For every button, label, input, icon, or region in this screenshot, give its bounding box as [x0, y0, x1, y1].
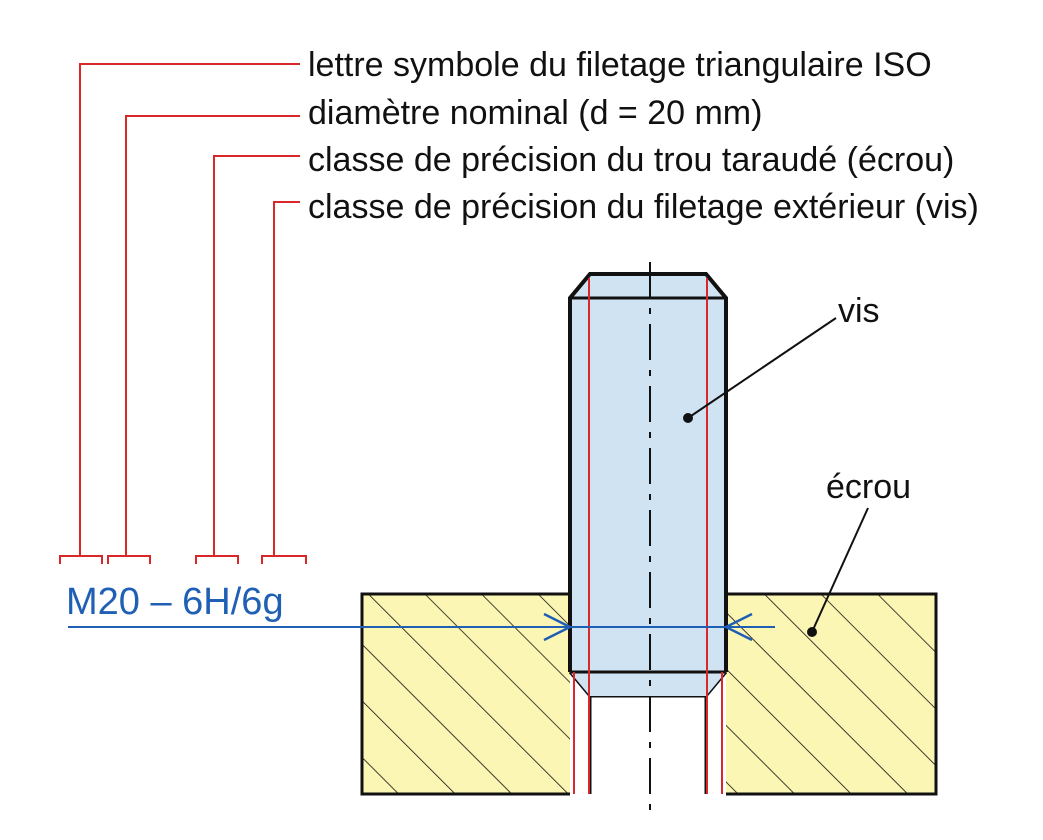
leader-line-hole-class	[213, 155, 300, 556]
bracket-hole-class	[195, 555, 239, 564]
nut-callout: écrou	[807, 468, 911, 637]
nut-callout-dot	[807, 627, 817, 637]
legend-hole-class: classe de précision du trou taraudé (écr…	[308, 141, 954, 179]
thread-designation-code: M20 – 6H/6g	[66, 581, 284, 623]
screw-label: vis	[838, 292, 880, 330]
legend-external-class: classe de précision du filetage extérieu…	[308, 188, 979, 226]
legend-thread-symbol: lettre symbole du filetage triangulaire …	[308, 46, 932, 84]
leader-line-thread-symbol	[79, 63, 300, 556]
bracket-external-class	[261, 555, 307, 564]
screw-body	[568, 262, 728, 810]
screw-callout-dot	[683, 413, 693, 423]
nut-label: écrou	[826, 468, 911, 506]
leader-lines	[59, 63, 307, 564]
leader-line-nominal-diameter	[125, 115, 300, 556]
leader-line-external-class	[273, 201, 300, 556]
bracket-thread-symbol	[59, 555, 103, 564]
legend-nominal-diameter: diamètre nominal (d = 20 mm)	[308, 94, 762, 132]
screw-callout: vis	[683, 292, 880, 423]
bracket-nominal-diameter	[107, 555, 151, 564]
diameter-dimension-line	[68, 612, 775, 642]
legend: lettre symbole du filetage triangulaire …	[308, 46, 979, 226]
